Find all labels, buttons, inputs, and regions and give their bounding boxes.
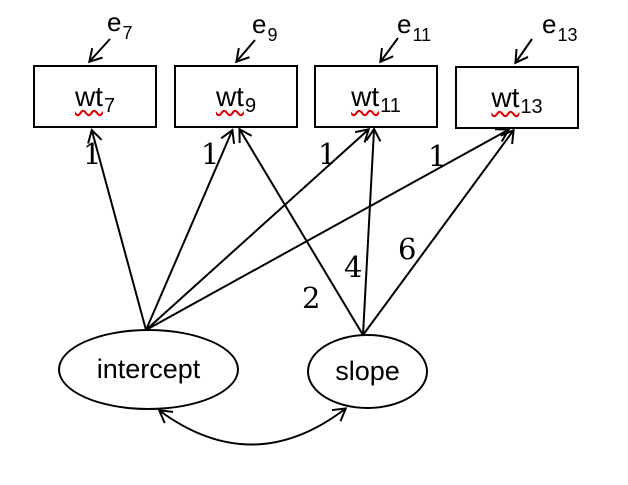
observed-sub-wt7: 7 — [103, 94, 116, 117]
observed-label-wt11: wt — [351, 80, 380, 112]
observed-sub-wt11: 11 — [380, 94, 401, 117]
error-label-e9: e9 — [252, 9, 278, 45]
loading-intercept-wt7: 1 — [83, 137, 102, 171]
latent-label-intercept: intercept — [96, 354, 201, 384]
latent-ellipse-intercept: intercept — [58, 329, 239, 410]
error-label-e7: e7 — [107, 7, 133, 43]
loading-intercept-wt9: 1 — [201, 137, 220, 171]
arrow-e13-wt13 — [514, 38, 533, 65]
edge-slope-wt13 — [362, 128, 515, 336]
arrow-e9-wt9 — [235, 39, 256, 64]
error-label-e11: e11 — [397, 9, 432, 45]
edge-slope-wt9 — [238, 127, 364, 336]
edge-intercept-wt11 — [145, 128, 371, 331]
observed-sub-wt13: 13 — [520, 95, 543, 118]
arrow-e7-wt7 — [87, 38, 111, 64]
edge-intercept-wt9 — [145, 128, 236, 331]
loading-slope-wt11: 4 — [344, 250, 363, 284]
loading-intercept-wt11: 1 — [318, 137, 337, 171]
edge-slope-wt11 — [362, 127, 382, 336]
edge-intercept-wt7 — [87, 128, 147, 331]
loading-intercept-wt13: 1 — [428, 139, 447, 173]
observed-label-wt7: wt — [74, 80, 103, 112]
error-label-e13: e13 — [542, 9, 578, 45]
observed-sub-wt9: 9 — [244, 94, 257, 117]
latent-ellipse-slope: slope — [307, 334, 428, 409]
loading-slope-wt9: 2 — [302, 281, 321, 315]
latent-label-slope: slope — [335, 356, 400, 386]
loading-slope-wt13: 6 — [398, 232, 417, 266]
covariance-intercept-slope — [157, 407, 348, 446]
observed-label-wt13: wt — [491, 81, 520, 113]
observed-label-wt9: wt — [215, 80, 244, 112]
edge-intercept-wt13 — [145, 128, 511, 331]
arrow-e11-wt11 — [379, 37, 399, 64]
